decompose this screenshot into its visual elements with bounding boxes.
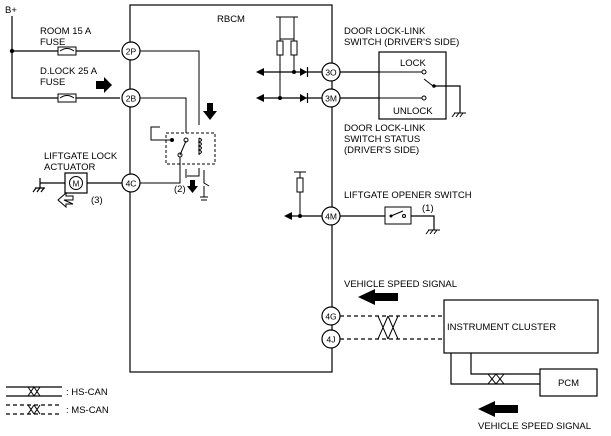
- vss-label-bottom: VEHICLE SPEED SIGNAL: [478, 421, 591, 432]
- current-arrow-icon: [96, 77, 112, 93]
- actuator-label-1: LIFTGATE LOCK: [44, 151, 118, 162]
- pin-3M-label: 3M: [325, 94, 337, 104]
- actuator-ground-icon: [32, 178, 45, 193]
- motor-icon: M: [64, 172, 88, 194]
- unlock-label: UNLOCK: [393, 106, 433, 117]
- internal-wire-2B: [140, 97, 187, 133]
- door-status-label-2: SWITCH STATUS: [344, 134, 420, 145]
- pin-2B: 2B: [121, 88, 141, 108]
- liftgate-wire: [292, 215, 435, 230]
- vss-label-top: VEHICLE SPEED SIGNAL: [344, 279, 457, 290]
- pin-2B-label: 2B: [126, 94, 137, 104]
- room-fuse-label-2: FUSE: [40, 37, 65, 48]
- door-switch-contacts: [379, 71, 422, 99]
- pin-4J-label: 4J: [327, 335, 336, 345]
- liftgate-switch-icon: [384, 206, 412, 225]
- relay-arrow-icon: [203, 103, 217, 120]
- legend-ms-can-twist: [27, 404, 41, 415]
- liftgate-ground-icon: [425, 229, 440, 235]
- switch-unlock-contact: [421, 95, 427, 101]
- transistor-arrow-icon: [187, 180, 198, 193]
- power-wire: [11, 16, 120, 99]
- relay-coil-icon: [197, 137, 202, 155]
- hs-can-lines: [450, 353, 540, 385]
- room-fuse-icon: [57, 46, 77, 56]
- switch-ground-wire: [434, 85, 461, 113]
- vss-arrow-top: [358, 289, 398, 305]
- legend-hs-can-lines: [6, 386, 62, 397]
- pin-4G-label: 4G: [325, 312, 336, 322]
- vss-arrow-bottom: [478, 401, 518, 417]
- door-status-label-1: DOOR LOCK-LINK: [344, 123, 426, 134]
- resistor-2: [290, 40, 298, 56]
- legend-ms-can-lines: [6, 404, 62, 415]
- callout-1: (1): [422, 203, 434, 214]
- callout-2: (2): [174, 184, 186, 195]
- rbcm-label: RBCM: [217, 14, 245, 25]
- pcm-box: [539, 368, 598, 397]
- pin-3O: 3O: [321, 62, 341, 82]
- relay-switch-arm: [179, 140, 187, 156]
- instrument-cluster-box: [443, 299, 599, 354]
- pin-4C: 4C: [121, 173, 141, 193]
- pin-4M-label: 4M: [325, 212, 337, 222]
- callout-3: (3): [91, 195, 103, 206]
- hs-can-twist: [487, 373, 505, 385]
- switch-blade: [423, 78, 434, 87]
- pin-3M: 3M: [321, 88, 341, 108]
- pin-2P: 2P: [121, 41, 141, 61]
- pcm-label: PCM: [558, 378, 579, 389]
- switch-lock-contact: [421, 69, 427, 75]
- door-switch-title-1: DOOR LOCK-LINK: [344, 26, 426, 37]
- ms-can-lines: [340, 315, 444, 340]
- actuator-arrow-icon: [57, 191, 74, 209]
- diode-3M: [300, 93, 309, 103]
- pullup-wire: [279, 55, 295, 98]
- signal-arrow-left-2: [256, 94, 264, 102]
- dlock-fuse-label-1: D.LOCK 25 A: [40, 66, 98, 77]
- pin-4J: 4J: [321, 329, 341, 349]
- switch-ground-icon: [451, 112, 466, 118]
- transistor-wire: [185, 169, 210, 194]
- dlock-fuse-label-2: FUSE: [40, 77, 65, 88]
- internal-wire-2P: [140, 50, 200, 177]
- pin-4C-label: 4C: [126, 179, 137, 189]
- pin-4M: 4M: [321, 206, 341, 226]
- pin-2P-label: 2P: [126, 47, 137, 57]
- diode-3O: [300, 67, 309, 77]
- signal-arrow-left-3: [284, 212, 292, 220]
- door-switch-title-2: SWITCH (DRIVER'S SIDE): [344, 37, 459, 48]
- resistor-1: [276, 40, 284, 56]
- power-label: B+: [5, 5, 17, 16]
- transistor-ground-icon: [200, 194, 208, 201]
- legend-hs-can: : HS-CAN: [66, 387, 108, 398]
- room-fuse-label-1: ROOM 15 A: [40, 26, 92, 37]
- signal-arrow-left-1: [256, 68, 264, 76]
- door-status-label-3: (DRIVER'S SIDE): [344, 145, 419, 156]
- legend-ms-can: : MS-CAN: [66, 405, 109, 416]
- legend-hs-can-twist: [27, 386, 41, 397]
- relay-box: [165, 132, 216, 165]
- relay-internal-wire: [140, 126, 181, 184]
- liftgate-switch-label: LIFTGATE OPENER SWITCH: [344, 190, 472, 201]
- pin-4G: 4G: [321, 306, 341, 326]
- pin-3O-label: 3O: [325, 68, 337, 78]
- instrument-cluster-label: INSTRUMENT CLUSTER: [447, 322, 556, 333]
- pullup-rail: [276, 16, 298, 40]
- ms-can-twist: [377, 315, 399, 340]
- dlock-fuse-icon: [57, 93, 77, 103]
- liftgate-resistor: [296, 177, 304, 193]
- svg-text:M: M: [73, 180, 80, 189]
- lock-label: LOCK: [400, 58, 427, 69]
- actuator-label-2: ACTUATOR: [44, 162, 96, 173]
